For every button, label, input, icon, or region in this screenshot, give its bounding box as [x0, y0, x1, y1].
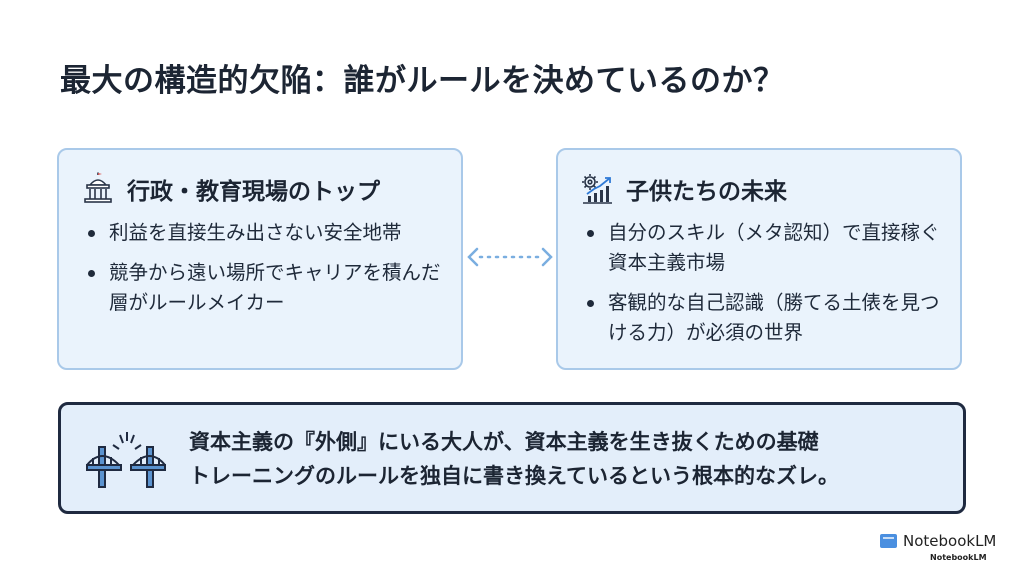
bullet-list: 利益を直接生み出さない安全地帯 競争から遠い場所でキャリアを積んだ層がルールメイ…: [85, 218, 451, 328]
card-heading: 子供たちの未来: [626, 179, 787, 205]
card-header: 子供たちの未来: [580, 172, 787, 206]
list-item: 競争から遠い場所でキャリアを積んだ層がルールメイカー: [85, 258, 451, 318]
card-children-future: 子供たちの未来 自分のスキル（メタ認知）で直接稼ぐ資本主義市場 客観的な自己認識…: [556, 148, 962, 370]
list-item: 客観的な自己認識（勝てる土俵を見つける力）が必須の世界: [584, 288, 950, 348]
gear-growth-chart-icon: [582, 174, 612, 204]
page-title: 最大の構造的欠陥：誰がルールを決めているのか？: [60, 63, 785, 99]
list-item: 利益を直接生み出さない安全地帯: [85, 218, 451, 248]
conclusion-line: トレーニングのルールを独自に書き換えているという根本的なズレ。: [189, 464, 839, 488]
dotted-double-arrow-icon: [467, 247, 553, 267]
broken-bridge-icon: [86, 432, 166, 488]
card-administration: 行政・教育現場のトップ 利益を直接生み出さない安全地帯 競争から遠い場所でキャリ…: [57, 148, 463, 370]
brand-name: NotebookLM: [903, 532, 997, 550]
notebooklm-branding: NotebookLM: [880, 532, 996, 550]
bullet-list: 自分のスキル（メタ認知）で直接稼ぐ資本主義市場 客観的な自己認識（勝てる土俵を見…: [584, 218, 950, 358]
card-heading: 行政・教育現場のトップ: [127, 179, 380, 205]
brand-sub: NotebookLM: [930, 553, 987, 562]
card-header: 行政・教育現場のトップ: [81, 172, 380, 206]
list-item: 自分のスキル（メタ認知）で直接稼ぐ資本主義市場: [584, 218, 950, 278]
conclusion-text: 資本主義の『外側』にいる大人が、資本主義を生き抜くための基礎 トレーニングのルー…: [189, 425, 839, 493]
government-building-icon: [84, 172, 112, 203]
notebook-icon: [880, 534, 897, 548]
conclusion-line: 資本主義の『外側』にいる大人が、資本主義を生き抜くための基礎: [189, 430, 819, 454]
conclusion-box: 資本主義の『外側』にいる大人が、資本主義を生き抜くための基礎 トレーニングのルー…: [58, 402, 966, 514]
